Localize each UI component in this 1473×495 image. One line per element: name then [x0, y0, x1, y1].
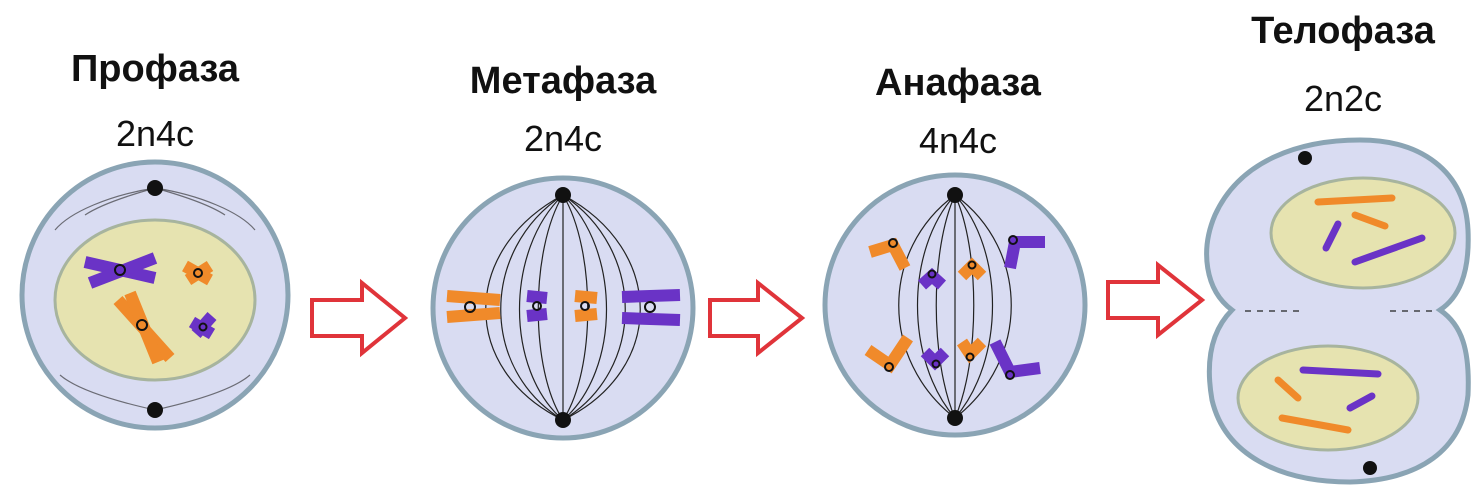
- anaphase-cell: [822, 172, 1088, 438]
- chromosome-purple-large: [621, 289, 681, 326]
- chromatid-purple-large: [1004, 235, 1045, 270]
- centriole-icon: [1298, 151, 1312, 165]
- chromosome-purple-short: [1322, 220, 1342, 252]
- chromosome-orange-long: [1314, 194, 1396, 206]
- metaphase-cell: [430, 175, 696, 441]
- chromosome-orange-short: [1274, 376, 1302, 402]
- centriole-icon: [947, 410, 963, 426]
- telophase-cell: [1204, 137, 1471, 485]
- chromosome-orange-small: [182, 260, 214, 286]
- stage-title-metaphase: Метафаза: [469, 60, 657, 102]
- stage-title-anaphase: Анафаза: [875, 62, 1041, 104]
- stage-formula-metaphase: 2n4c: [523, 118, 603, 159]
- chromosome-purple-long: [1299, 366, 1382, 378]
- nucleus-lower: [1236, 344, 1420, 452]
- nucleus-upper: [1269, 176, 1457, 290]
- nucleus: [53, 218, 257, 382]
- centriole-icon: [555, 187, 571, 203]
- chromatid-purple-large: [989, 339, 1041, 380]
- chromatid-orange-large: [868, 237, 911, 271]
- chromatid-orange-small: [957, 257, 987, 281]
- stage-formula-anaphase: 4n4c: [918, 120, 998, 161]
- stage-title-prophase: Профаза: [70, 48, 240, 90]
- arrow-right-icon: [1106, 260, 1206, 340]
- chromosome-purple-long: [1351, 234, 1426, 266]
- centriole-icon: [947, 187, 963, 203]
- stage-formula-prophase: 2n4c: [115, 113, 195, 154]
- chromosome-purple-short: [1346, 392, 1376, 412]
- chromosome-orange-short: [1351, 211, 1389, 230]
- centriole-icon: [147, 180, 163, 196]
- centriole-icon: [147, 402, 163, 418]
- stage-formula-telophase: 2n2c: [1303, 78, 1383, 119]
- chromosome-purple-small: [526, 290, 548, 322]
- chromosome-orange-long: [1278, 414, 1352, 434]
- prophase-cell: [19, 159, 291, 431]
- centriole-icon: [1363, 461, 1377, 475]
- centriole-icon: [555, 412, 571, 428]
- chromosome-purple-small: [188, 312, 217, 340]
- chromosome-purple-x: [83, 252, 158, 289]
- chromosome-orange-small: [574, 290, 598, 322]
- chromatid-orange-small: [957, 337, 987, 364]
- arrow-right-icon: [708, 278, 806, 358]
- arrow-right-icon: [310, 278, 409, 358]
- chromosome-orange-large: [113, 290, 175, 365]
- chromatid-purple-small: [920, 347, 950, 371]
- stage-title-telophase: Телофаза: [1251, 10, 1435, 52]
- chromatid-orange-large: [864, 334, 913, 374]
- chromatid-purple-small: [917, 267, 947, 290]
- chromosome-orange-large: [446, 290, 501, 323]
